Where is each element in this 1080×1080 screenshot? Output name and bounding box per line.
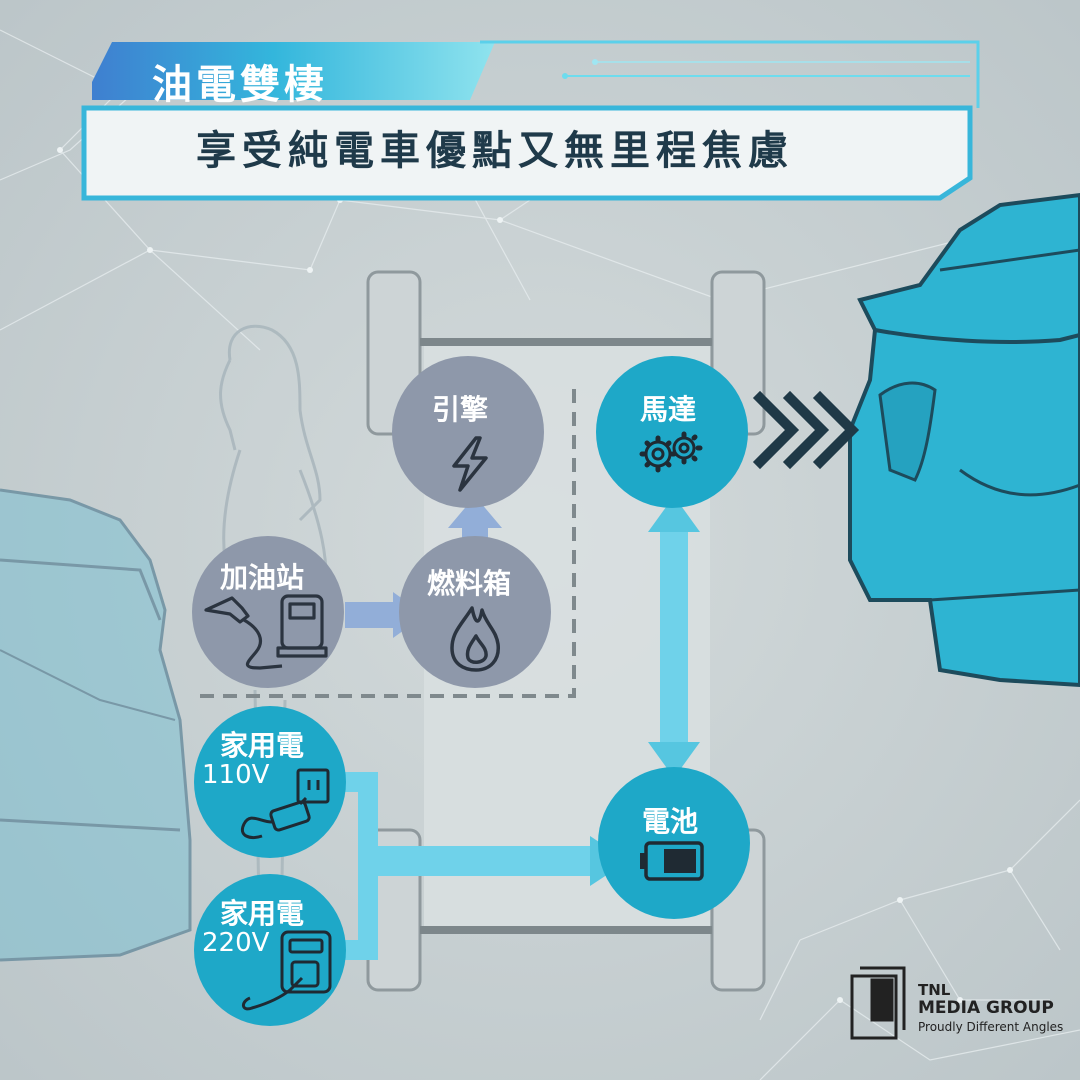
flame-icon bbox=[450, 606, 500, 672]
engine-label: 引擎 bbox=[432, 393, 489, 426]
fuel-tank-node bbox=[399, 536, 551, 688]
battery-icon bbox=[640, 841, 704, 881]
flow-arrows bbox=[345, 496, 700, 960]
left-car-illustration bbox=[0, 488, 192, 962]
gears-icon bbox=[639, 431, 703, 473]
right-car-illustration bbox=[848, 192, 1080, 688]
gas-station-node bbox=[192, 536, 344, 688]
brand-line1: TNL bbox=[918, 981, 951, 999]
brand-line2: MEDIA GROUP bbox=[918, 998, 1054, 1018]
page-title: 油電雙棲 bbox=[152, 62, 328, 108]
motor-node bbox=[596, 356, 748, 508]
brand-logo-text: TNL MEDIA GROUP Proudly Different Angles bbox=[918, 982, 1063, 1036]
gas-station-label: 加油站 bbox=[220, 561, 305, 594]
fuel-pump-icon bbox=[204, 594, 328, 670]
home-220-voltage: 220V bbox=[202, 928, 270, 958]
chevrons-right-icon bbox=[752, 390, 860, 470]
home-110-label: 家用電 bbox=[220, 729, 305, 762]
home-220-node bbox=[194, 874, 346, 1026]
charger-plug-icon bbox=[242, 930, 332, 1011]
engine-node bbox=[392, 356, 544, 508]
tnl-logo-mark bbox=[850, 966, 906, 1040]
home-110-voltage: 110V bbox=[202, 760, 270, 790]
brand-tagline: Proudly Different Angles bbox=[918, 1020, 1064, 1034]
motor-label: 馬達 bbox=[640, 393, 697, 426]
fuel-system-boundary bbox=[200, 385, 576, 698]
plug-socket-icon bbox=[241, 768, 330, 839]
lightning-icon bbox=[452, 436, 488, 492]
title-banner bbox=[81, 40, 980, 201]
battery-label: 電池 bbox=[642, 805, 699, 838]
page-subtitle: 享受純電車優點又無里程焦慮 bbox=[196, 128, 794, 174]
fuel-tank-label: 燃料箱 bbox=[427, 567, 512, 600]
home-220-label: 家用電 bbox=[220, 897, 305, 930]
